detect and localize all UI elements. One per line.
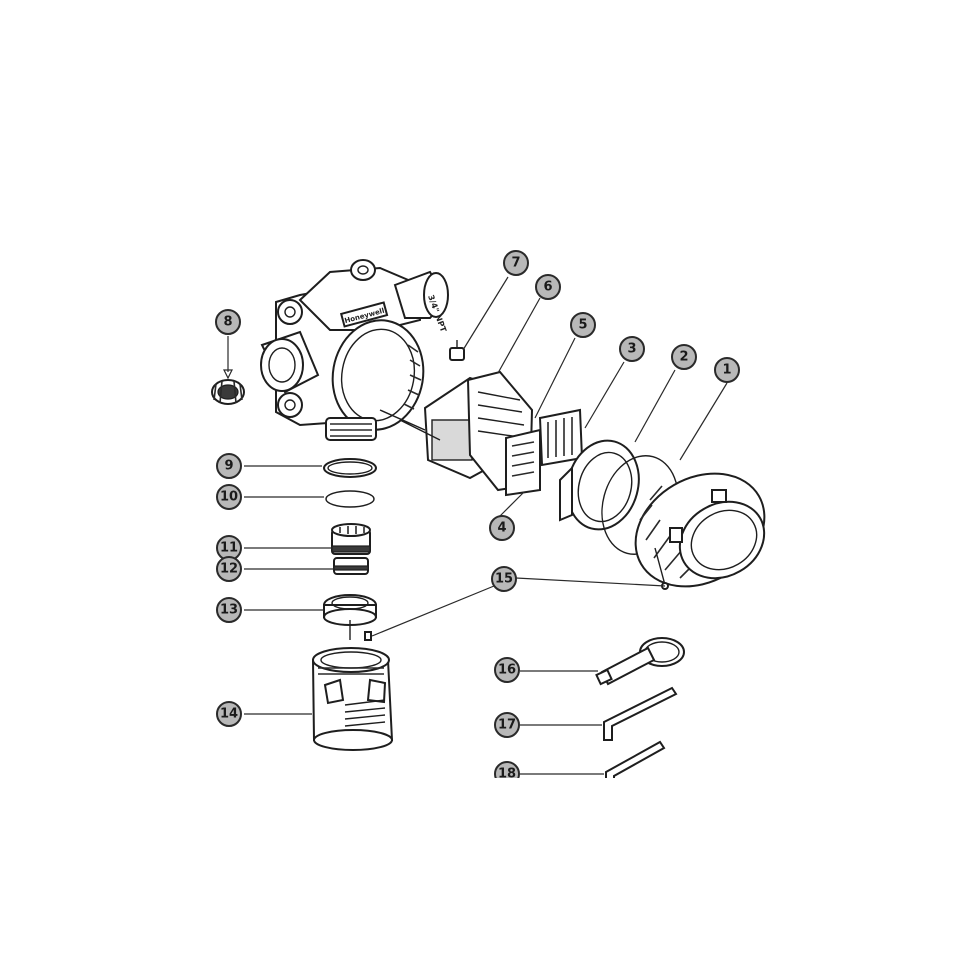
part-16-magnet-tool <box>595 637 685 686</box>
callout-6-label: 6 <box>543 280 552 295</box>
callout-17-label: 17 <box>498 718 516 733</box>
callout-1-label: 1 <box>722 363 731 378</box>
part-14-cap <box>311 647 394 751</box>
callout-9: 9 <box>216 453 242 479</box>
part-15-screw <box>349 620 372 641</box>
callout-11: 11 <box>216 535 242 561</box>
callout-13: 13 <box>216 597 242 623</box>
part-8-plug <box>211 379 245 405</box>
callout-16-label: 16 <box>498 663 516 678</box>
leader-lines <box>223 276 728 775</box>
part-12-sensor-base <box>333 557 369 575</box>
callout-17: 17 <box>494 712 520 738</box>
callout-4-label: 4 <box>497 521 506 536</box>
main-housing: 3/4" NPT Honeywell <box>260 259 449 441</box>
part-13-ring <box>323 594 377 626</box>
callout-1: 1 <box>714 357 740 383</box>
callout-9-label: 9 <box>224 459 233 474</box>
part-2-plate <box>559 439 640 531</box>
callout-3: 3 <box>619 336 645 362</box>
callout-18-label: 18 <box>498 767 516 782</box>
callout-3-label: 3 <box>627 342 636 357</box>
part-11-sensor <box>331 523 371 555</box>
callout-16: 16 <box>494 657 520 683</box>
callout-6: 6 <box>535 274 561 300</box>
part-18-hex-key <box>605 740 666 781</box>
part-17-hex-key <box>603 686 678 741</box>
callout-8: 8 <box>215 309 241 335</box>
electronics-stack <box>379 370 584 497</box>
callout-8-label: 8 <box>223 315 232 330</box>
callout-14: 14 <box>216 701 242 727</box>
callout-5: 5 <box>570 312 596 338</box>
callout-4: 4 <box>489 515 515 541</box>
cover-assembly <box>634 472 766 590</box>
callout-15-label: 15 <box>495 572 513 587</box>
callout-15: 15 <box>491 566 517 592</box>
crop-mask <box>480 778 700 818</box>
callout-12: 12 <box>216 556 242 582</box>
callout-13-label: 13 <box>220 603 238 618</box>
callout-14-label: 14 <box>220 707 238 722</box>
callout-11-label: 11 <box>220 541 238 556</box>
callout-7: 7 <box>503 250 529 276</box>
callout-2: 2 <box>671 344 697 370</box>
callout-12-label: 12 <box>220 562 238 577</box>
part-10-oring <box>325 490 375 508</box>
callout-10: 10 <box>216 484 242 510</box>
callout-10-label: 10 <box>220 490 238 505</box>
callout-7-label: 7 <box>511 256 520 271</box>
part-7-screw <box>449 340 465 361</box>
part-9-oring <box>323 458 377 478</box>
callout-2-label: 2 <box>679 350 688 365</box>
callout-5-label: 5 <box>578 318 587 333</box>
